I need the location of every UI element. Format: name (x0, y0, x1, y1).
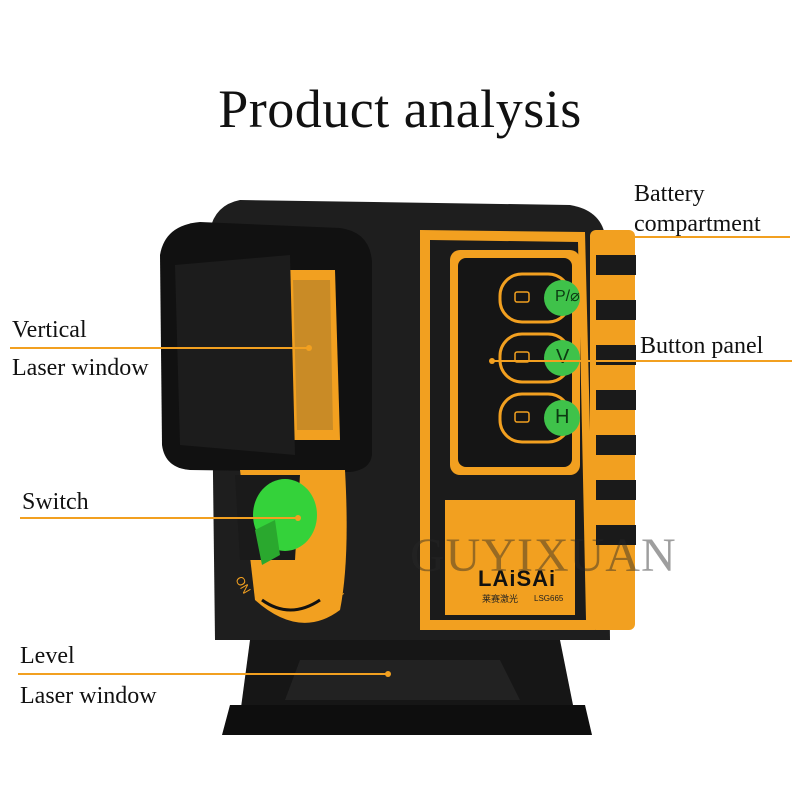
callout-vertical-dot (306, 345, 312, 351)
brand-chinese: 莱赛激光 (482, 595, 519, 605)
p-button (544, 280, 580, 316)
h-button (544, 400, 580, 436)
callout-switch-dot (295, 515, 301, 521)
callout-vertical-line (10, 347, 310, 349)
v-button-label[interactable]: V (556, 346, 570, 368)
callout-button-panel: Button panel (640, 333, 764, 359)
callout-button-panel-line (492, 360, 792, 362)
callout-button-panel-dot (489, 358, 495, 364)
watermark: GUYIXUAN (410, 529, 677, 582)
callout-level-dot (385, 671, 391, 677)
model-number: LSG665 (534, 594, 564, 603)
v-button (544, 340, 580, 376)
callout-level-line1: Level (20, 643, 75, 669)
brand-logo: LAiSAi (478, 566, 557, 591)
callout-switch-line (20, 517, 298, 519)
callout-level-line2: Laser window (20, 683, 157, 709)
callout-vertical-line1: Vertical (12, 317, 87, 343)
callout-level-line (18, 673, 388, 675)
p-button-label[interactable]: P/⌀ (555, 288, 580, 305)
callout-battery-line1: Battery (634, 181, 705, 207)
callout-battery-line (615, 236, 790, 238)
callout-battery-dot (612, 234, 618, 240)
callout-battery-line2: compartment (634, 211, 761, 237)
page-title: Product analysis (218, 79, 582, 139)
callout-switch: Switch (22, 489, 89, 515)
callout-vertical-line2: Laser window (12, 355, 149, 381)
h-button-label[interactable]: H (555, 406, 570, 428)
